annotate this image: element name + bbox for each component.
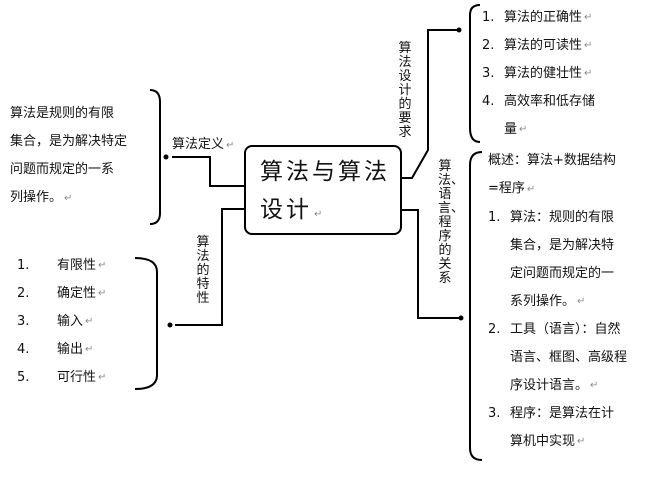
list-item-label: 算法：规则的有限: [510, 210, 615, 225]
relationship-overview-text: =程序: [488, 181, 525, 196]
definition-text: 算法是规则的有限 集合，是为解决特定 问题而规定的一系 列操作。↵: [10, 100, 127, 213]
list-item-label: 系列操作。: [510, 294, 576, 309]
return-mark: ↵: [98, 372, 107, 383]
list-item: 3. 算法的健壮性↵: [482, 60, 595, 88]
list-item-label: 有限性: [57, 258, 97, 273]
list-item: 3. 程序：是算法在计: [488, 400, 627, 428]
return-mark: ↵: [584, 68, 593, 79]
return-mark: ↵: [590, 380, 599, 391]
return-mark: ↵: [584, 12, 593, 23]
return-mark: ↵: [519, 124, 528, 135]
list-item: 3. 输入↵: [17, 308, 106, 336]
list-item-continuation: 语言、框图、高级程: [488, 344, 627, 372]
list-item-continuation: 量↵: [482, 116, 595, 144]
branch-label-design-requirements: 算法设计的要求: [398, 41, 412, 140]
list-item: 2. 算法的可读性↵: [482, 32, 595, 60]
list-item-number: 3.: [17, 314, 30, 329]
return-mark: ↵: [85, 316, 94, 327]
list-item-number: 1.: [488, 210, 501, 225]
list-item-number: 4.: [17, 342, 30, 357]
list-item-label: 输入: [57, 314, 84, 329]
list-item-label: 程序：是算法在计: [510, 406, 615, 421]
definition-line: 集合，是为解决特定: [10, 134, 128, 149]
list-item-number: 3.: [488, 406, 501, 421]
list-item-number: 5.: [17, 370, 30, 385]
list-item-label: 定问题而规定的一: [510, 266, 615, 281]
center-title-text: 算法与算法设计: [260, 159, 390, 223]
connector-relationship: [402, 209, 462, 319]
list-item: 1. 算法：规则的有限: [488, 204, 627, 232]
return-mark: ↵: [226, 140, 235, 151]
connector-definition: [172, 156, 244, 187]
connector-properties: [175, 208, 244, 326]
relationship-list: 概述：算法+数据结构 =程序↵ 1.算法：规则的有限 集合，是为解决特 定问题而…: [488, 147, 627, 456]
list-item-number: 4.: [482, 94, 495, 109]
return-mark: ↵: [85, 344, 94, 355]
list-item-label: 序设计语言。: [510, 378, 589, 393]
junction-properties: [167, 322, 173, 328]
list-item-continuation: 集合，是为解决特: [488, 232, 627, 260]
definition-line: 列操作。↵: [10, 184, 127, 213]
list-item-number: 2.: [482, 38, 495, 53]
center-title: 算法与算法设计↵: [246, 147, 400, 234]
bracket-relationship: [469, 151, 483, 461]
list-item-number: 3.: [482, 66, 495, 81]
return-mark: ↵: [98, 288, 107, 299]
list-item-continuation: 序设计语言。↵: [488, 372, 627, 400]
list-item-number: 2.: [488, 322, 501, 337]
list-item-continuation: 系列操作。↵: [488, 288, 627, 316]
return-mark: ↵: [584, 40, 593, 51]
branch-label-properties: 算法的特性: [196, 235, 210, 306]
design-requirements-list: 1.算法的正确性↵ 2.算法的可读性↵ 3.算法的健壮性↵ 4.高效率和低存储 …: [482, 4, 595, 144]
return-mark: ↵: [577, 296, 586, 307]
branch-label-definition-text: 算法定义: [172, 137, 225, 152]
list-item-number: 2.: [17, 286, 30, 301]
definition-line: 算法是规则的有限: [10, 106, 115, 121]
definition-line: 问题而规定的一系: [10, 162, 115, 177]
branch-label-definition: 算法定义↵: [172, 131, 234, 160]
return-mark: ↵: [526, 184, 536, 195]
bracket-definition: [149, 89, 161, 225]
center-node: 算法与算法设计↵: [244, 145, 402, 235]
junction-relationship: [458, 315, 464, 321]
definition-line-text: 列操作。: [10, 190, 63, 205]
list-item-label: 高效率和低存储: [504, 94, 596, 109]
list-item: 1. 算法的正确性↵: [482, 4, 595, 32]
list-item-continuation: 定问题而规定的一: [488, 260, 627, 288]
junction-design: [456, 27, 462, 33]
list-item: 1. 有限性↵: [17, 252, 106, 280]
bracket-properties: [134, 257, 158, 390]
list-item: 2. 确定性↵: [17, 280, 106, 308]
return-mark: ↵: [98, 260, 107, 271]
list-item-label: 工具（语言）：自然: [510, 322, 621, 337]
list-item: 4. 高效率和低存储: [482, 88, 595, 116]
return-mark: ↵: [314, 209, 326, 220]
branch-label-relationship: 算法、语言、程序的关系: [438, 159, 465, 286]
list-item: 5. 可行性↵: [17, 364, 106, 392]
list-item-label: 算法的健壮性: [504, 66, 583, 81]
list-item-label: 确定性: [57, 286, 97, 301]
list-item-number: 1.: [17, 258, 30, 273]
list-item-label: 量: [504, 122, 518, 137]
list-item-label: 输出: [57, 342, 84, 357]
connector-design: [402, 29, 460, 179]
list-item-number: 1.: [482, 10, 495, 25]
junction-definition: [163, 154, 169, 160]
list-item-label: 算机中实现: [510, 434, 576, 449]
list-item-label: 语言、框图、高级程: [510, 350, 628, 365]
return-mark: ↵: [64, 193, 73, 204]
properties-list: 1.有限性↵ 2.确定性↵ 3.输入↵ 4.输出↵ 5.可行性↵: [17, 252, 106, 392]
list-item: 2. 工具（语言）：自然: [488, 316, 627, 344]
list-item: 4. 输出↵: [17, 336, 106, 364]
list-item-label: 算法的正确性: [504, 10, 583, 25]
return-mark: ↵: [577, 436, 586, 447]
list-item-label: 可行性: [57, 370, 97, 385]
relationship-overview: 概述：算法+数据结构: [488, 153, 616, 168]
list-item-label: 算法的可读性: [504, 38, 583, 53]
relationship-overview: =程序↵: [488, 175, 627, 204]
list-item-continuation: 算机中实现↵: [488, 428, 627, 456]
list-item-label: 集合，是为解决特: [510, 238, 615, 253]
bracket-design: [469, 4, 481, 143]
